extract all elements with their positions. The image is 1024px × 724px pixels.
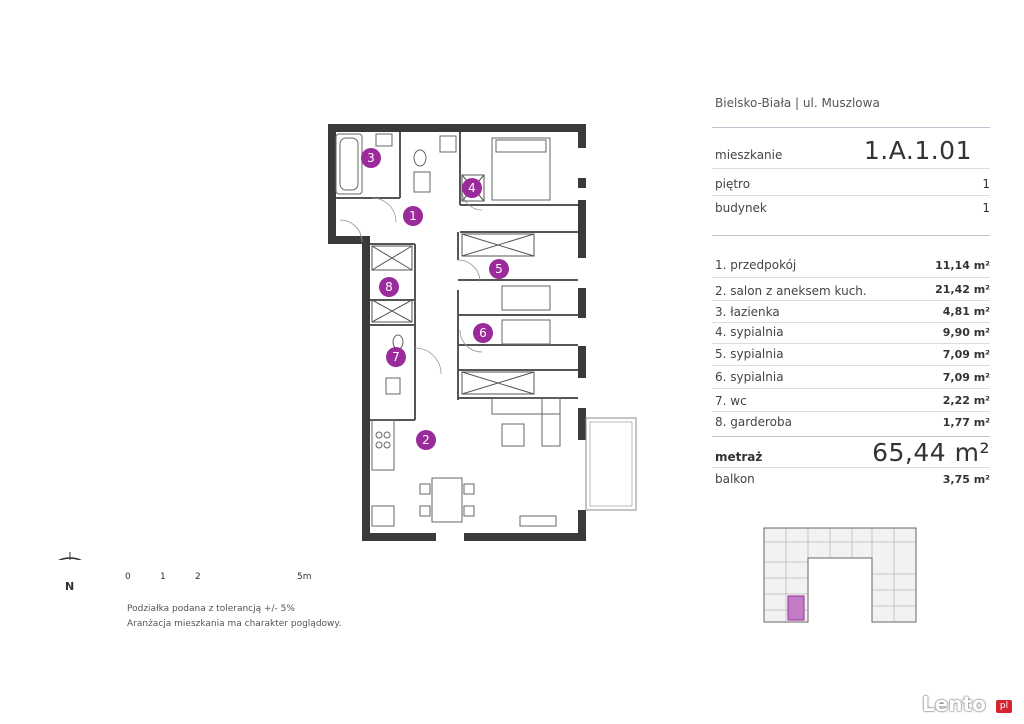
room-name: 8. garderoba [715, 415, 792, 429]
room-marker-6[interactable]: 6 [473, 323, 493, 343]
room-marker-5[interactable]: 5 [489, 259, 509, 279]
room-marker-8[interactable]: 8 [379, 277, 399, 297]
room-marker-label: 7 [392, 350, 400, 364]
room-marker-1[interactable]: 1 [403, 206, 423, 226]
apartment-label: mieszkanie [715, 148, 783, 162]
scale-tick-1: 1 [160, 572, 166, 582]
building-value: 1 [982, 201, 990, 215]
room-name: 1. przedpokój [715, 258, 797, 272]
room-marker-label: 8 [385, 280, 393, 294]
location-header: Bielsko-Biała | ul. Muszlowa [715, 96, 880, 110]
divider [712, 343, 990, 344]
divider [712, 365, 990, 366]
room-area: 7,09 m² [942, 348, 990, 361]
divider [712, 235, 990, 236]
divider [712, 195, 990, 196]
room-area: 7,09 m² [942, 371, 990, 384]
room-marker-2[interactable]: 2 [416, 430, 436, 450]
divider [712, 436, 990, 437]
room-area: 9,90 m² [942, 326, 990, 339]
room-name: 3. łazienka [715, 305, 780, 319]
room-area: 11,14 m² [935, 259, 990, 272]
divider [712, 300, 990, 301]
room-name: 2. salon z aneksem kuch. [715, 284, 867, 298]
scale-tick-0: 0 [125, 572, 131, 582]
divider [712, 322, 990, 323]
metraz-value: 65,44 m² [872, 438, 990, 467]
divider [712, 411, 990, 412]
compass-letter: N [65, 580, 75, 593]
balcony [585, 417, 637, 511]
room-name: 6. sypialnia [715, 370, 784, 384]
scale-tick-2: 2 [195, 572, 201, 582]
apartment-number: 1.A.1.01 [863, 136, 972, 165]
highlighted-unit [787, 595, 805, 621]
room-marker-label: 3 [367, 151, 375, 165]
arrangement-note: Aranżacja mieszkania ma charakter pogląd… [127, 619, 342, 629]
room-area: 4,81 m² [942, 305, 990, 318]
floor-value: 1 [982, 177, 990, 191]
building-key-plan [763, 527, 917, 623]
room-name: 4. sypialnia [715, 325, 784, 339]
inner-walls [336, 132, 578, 421]
divider [712, 388, 990, 389]
room-area: 21,42 m² [935, 283, 990, 296]
room-marker-label: 5 [495, 262, 503, 276]
lento-pl-badge: pl [996, 700, 1012, 713]
floor-plan [58, 124, 637, 560]
compass [58, 552, 82, 560]
room-marker-label: 4 [468, 181, 476, 195]
floor-label: piętro [715, 177, 751, 191]
metraz-label: metraż [715, 450, 763, 464]
room-name: 5. sypialnia [715, 347, 784, 361]
room-marker-7[interactable]: 7 [386, 347, 406, 367]
balkon-value: 3,75 m² [942, 473, 990, 486]
lento-watermark: Lento [922, 692, 986, 716]
room-marker-3[interactable]: 3 [361, 148, 381, 168]
divider [712, 467, 990, 468]
room-marker-label: 6 [479, 326, 487, 340]
room-area: 1,77 m² [942, 416, 990, 429]
building-label: budynek [715, 201, 767, 215]
balkon-label: balkon [715, 472, 755, 486]
room-area: 2,22 m² [942, 394, 990, 407]
tolerance-note: Podziałka podana z tolerancją +/- 5% [127, 604, 295, 614]
divider [712, 127, 990, 128]
room-marker-4[interactable]: 4 [462, 178, 482, 198]
scale-tick-5: 5m [297, 572, 312, 582]
divider [712, 168, 990, 169]
room-name: 7. wc [715, 394, 747, 408]
room-marker-label: 1 [409, 209, 417, 223]
divider [712, 277, 990, 278]
room-marker-label: 2 [422, 433, 430, 447]
